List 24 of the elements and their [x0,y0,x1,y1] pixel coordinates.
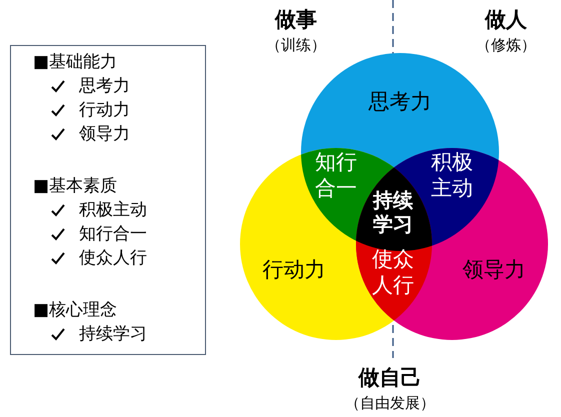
circle-label: 行动力 [262,256,326,284]
section-title: 做人 [485,6,527,34]
list-item: 积极主动 [79,199,147,222]
list-panel [10,45,206,355]
circle-label: 思考力 [368,88,432,116]
overlap-label: 持续学习 [373,188,413,236]
subtitle-text: （修炼） [476,34,536,56]
overlap-label: 使众人行 [372,246,414,298]
list-item: 领导力 [79,123,130,146]
subtitle-text: （自由发展） [345,392,435,414]
circle-label: 领导力 [462,256,526,284]
list-heading: ■基础能力 [33,51,118,74]
overlap-label: 知行合一 [315,148,357,202]
overlap-label: 积极主动 [431,148,473,202]
subtitle-text: （训练） [266,34,326,56]
list-heading: ■基本素质 [33,175,118,198]
list-item: 使众人行 [79,247,147,270]
list-item: 思考力 [79,75,130,98]
section-title: 做事 [275,6,317,34]
list-item: 持续学习 [79,323,147,346]
list-item: 知行合一 [79,223,147,246]
list-heading: ■核心理念 [33,299,118,322]
list-item: 行动力 [79,99,130,122]
section-title: 做自己 [358,364,422,392]
